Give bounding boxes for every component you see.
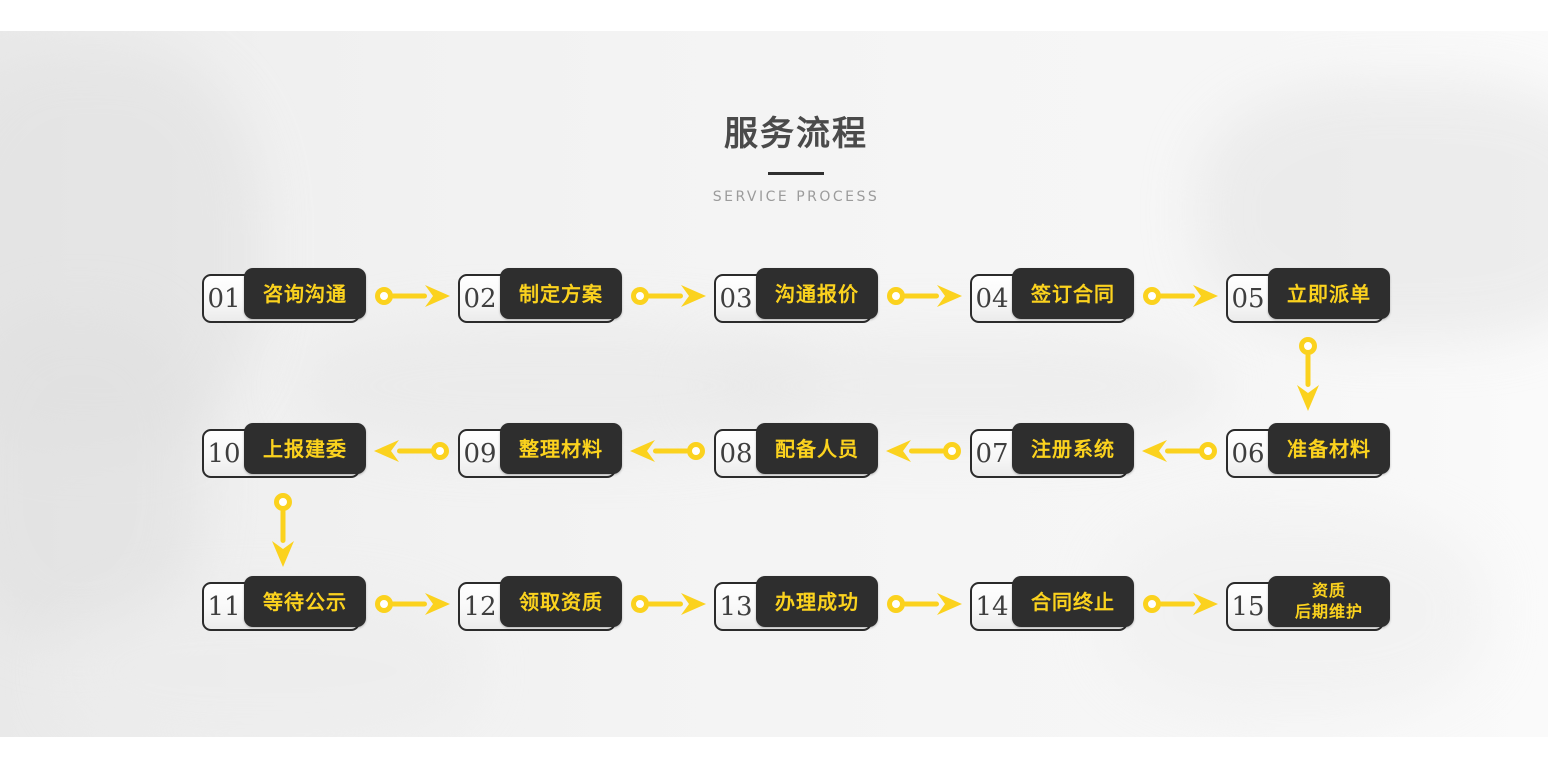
- connector: [622, 423, 714, 479]
- title-divider: [768, 172, 824, 175]
- arrow-down-icon: [1295, 336, 1321, 412]
- connector: [1134, 423, 1226, 479]
- connector: [622, 268, 714, 324]
- step-number: 08: [719, 438, 753, 469]
- step-number: 12: [463, 591, 497, 622]
- step-label: 咨询沟通: [263, 281, 347, 306]
- arrow-left-icon: [886, 438, 962, 464]
- page-title: 服务流程: [724, 114, 868, 154]
- step-label: 立即派单: [1287, 281, 1371, 306]
- step-number: 04: [975, 283, 1009, 314]
- step-number: 09: [463, 438, 497, 469]
- connector: [622, 576, 714, 632]
- connector: [1134, 576, 1226, 632]
- connector: [366, 268, 458, 324]
- step-number: 15: [1231, 591, 1265, 622]
- connector: [878, 268, 970, 324]
- step-number: 14: [975, 591, 1009, 622]
- flow-step-07: 注册系统 07: [970, 423, 1134, 479]
- step-label: 准备材料: [1287, 436, 1371, 461]
- arrow-right-icon: [1142, 591, 1218, 617]
- flow-step-12: 领取资质 12: [458, 576, 622, 632]
- step-label: 办理成功: [775, 589, 859, 614]
- step-label-box: 注册系统: [1012, 423, 1134, 474]
- flow-step-04: 签订合同 04: [970, 268, 1134, 324]
- step-label-box: 配备人员: [756, 423, 878, 474]
- step-label-line2: 后期维护: [1294, 601, 1363, 621]
- arrow-right-icon: [886, 283, 962, 309]
- step-label-box: 合同终止: [1012, 576, 1134, 627]
- flow-step-02: 制定方案 02: [458, 268, 622, 324]
- step-number: 05: [1231, 283, 1265, 314]
- arrow-left-icon: [630, 438, 706, 464]
- connector: [366, 576, 458, 632]
- service-process-flow: 咨询沟通 01 制定方案 02 沟通报价 03: [202, 268, 1390, 668]
- background-blob: [700, 331, 1220, 441]
- flow-step-01: 咨询沟通 01: [202, 268, 366, 324]
- step-label-box: 沟通报价: [756, 268, 878, 319]
- page-subtitle: SERVICE PROCESS: [712, 189, 880, 205]
- step-number: 11: [207, 591, 241, 622]
- flow-row-1: 咨询沟通 01 制定方案 02 沟通报价 03: [202, 268, 1390, 324]
- step-label-box: 整理材料: [500, 423, 622, 474]
- step-label-box: 上报建委: [244, 423, 366, 474]
- arrow-right-icon: [630, 283, 706, 309]
- connector: [366, 423, 458, 479]
- arrow-left-icon: [1142, 438, 1218, 464]
- arrow-right-icon: [1142, 283, 1218, 309]
- step-label: 签订合同: [1031, 281, 1115, 306]
- flow-step-15: 资质 后期维护 15: [1226, 576, 1390, 632]
- arrow-left-icon: [374, 438, 450, 464]
- step-label-box: 制定方案: [500, 268, 622, 319]
- arrow-right-icon: [374, 591, 450, 617]
- connector: [878, 576, 970, 632]
- background-blob: [0, 311, 200, 641]
- step-label: 上报建委: [263, 436, 347, 461]
- connector: [878, 423, 970, 479]
- step-label-line1: 资质: [1311, 580, 1346, 600]
- step-label: 领取资质: [519, 589, 603, 614]
- flow-step-08: 配备人员 08: [714, 423, 878, 479]
- step-number: 02: [463, 283, 497, 314]
- arrow-right-icon: [374, 283, 450, 309]
- flow-step-13: 办理成功 13: [714, 576, 878, 632]
- step-label: 配备人员: [775, 436, 859, 461]
- flow-step-10: 上报建委 10: [202, 423, 366, 479]
- step-label: 整理材料: [519, 436, 603, 461]
- step-label-box: 准备材料: [1268, 423, 1390, 474]
- flow-step-09: 整理材料 09: [458, 423, 622, 479]
- flow-step-11: 等待公示 11: [202, 576, 366, 632]
- step-label-box: 等待公示: [244, 576, 366, 627]
- flow-row-2: 上报建委 10 整理材料 09 配备人员 08: [202, 423, 1390, 479]
- flow-step-06: 准备材料 06: [1226, 423, 1390, 479]
- step-label: 沟通报价: [775, 281, 859, 306]
- step-label-box: 签订合同: [1012, 268, 1134, 319]
- section-header: 服务流程 SERVICE PROCESS: [202, 112, 1390, 205]
- step-number: 06: [1231, 438, 1265, 469]
- flow-row-3: 等待公示 11 领取资质 12 办理成功 13: [202, 576, 1390, 632]
- step-label: 合同终止: [1031, 589, 1115, 614]
- connector: [1134, 268, 1226, 324]
- flow-step-03: 沟通报价 03: [714, 268, 878, 324]
- step-number: 03: [719, 283, 753, 314]
- step-label: 注册系统: [1031, 436, 1115, 461]
- step-label-box: 立即派单: [1268, 268, 1390, 319]
- arrow-right-icon: [886, 591, 962, 617]
- step-label-box: 咨询沟通: [244, 268, 366, 319]
- step-label-box: 领取资质: [500, 576, 622, 627]
- step-label-box: 办理成功: [756, 576, 878, 627]
- arrow-down-icon: [270, 492, 296, 568]
- step-number: 13: [719, 591, 753, 622]
- step-label-box: 资质 后期维护: [1268, 576, 1390, 627]
- step-label: 等待公示: [263, 589, 347, 614]
- step-number: 10: [207, 438, 241, 469]
- arrow-right-icon: [630, 591, 706, 617]
- step-label: 资质 后期维护: [1295, 581, 1363, 623]
- step-number: 07: [975, 438, 1009, 469]
- flow-step-14: 合同终止 14: [970, 576, 1134, 632]
- flow-step-05: 立即派单 05: [1226, 268, 1390, 324]
- step-label: 制定方案: [519, 281, 603, 306]
- step-number: 01: [207, 283, 241, 314]
